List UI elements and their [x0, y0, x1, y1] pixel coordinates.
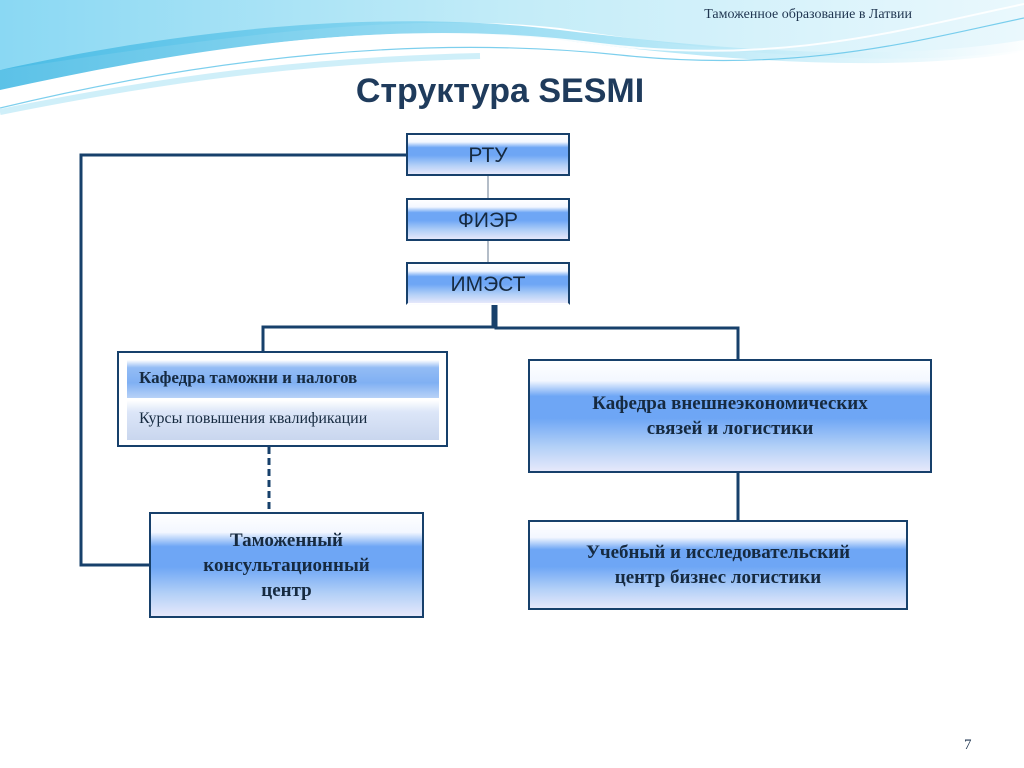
- node-imest-label: ИМЭСТ: [450, 272, 526, 296]
- node-research-center: Учебный и исследовательский центр бизнес…: [528, 520, 908, 610]
- node-imest: ИМЭСТ: [406, 262, 570, 305]
- node-fier: ФИЭР: [406, 198, 570, 241]
- node-consult-center: Таможенный консультационный центр: [149, 512, 424, 618]
- node-rtu: РТУ: [406, 133, 570, 176]
- connector-imest-right: [494, 304, 740, 360]
- node-customs-dept: Кафедра таможни и налогов Курсы повышени…: [117, 351, 448, 447]
- node-foreign-econ-dept: Кафедра внешнеэкономических связей и лог…: [528, 359, 932, 473]
- header-note: Таможенное образование в Латвии: [704, 7, 912, 22]
- customs-dept-courses: Курсы повышения квалификации: [127, 400, 439, 440]
- customs-dept-title: Кафедра таможни и налогов: [127, 360, 439, 398]
- research-center-label: Учебный и исследовательский центр бизнес…: [585, 542, 851, 588]
- foreign-econ-dept-label: Кафедра внешнеэкономических связей и лог…: [592, 393, 868, 439]
- node-rtu-label: РТУ: [468, 143, 508, 167]
- consult-center-label: Таможенный консультационный центр: [203, 529, 370, 601]
- node-fier-label: ФИЭР: [457, 208, 519, 232]
- page-number: 7: [964, 737, 972, 753]
- connector-rtu-consult: [79, 153, 406, 567]
- slide-title: Структура SESMI: [355, 72, 645, 110]
- background-waves: [0, 0, 1024, 115]
- connector-imest-left: [261, 304, 495, 351]
